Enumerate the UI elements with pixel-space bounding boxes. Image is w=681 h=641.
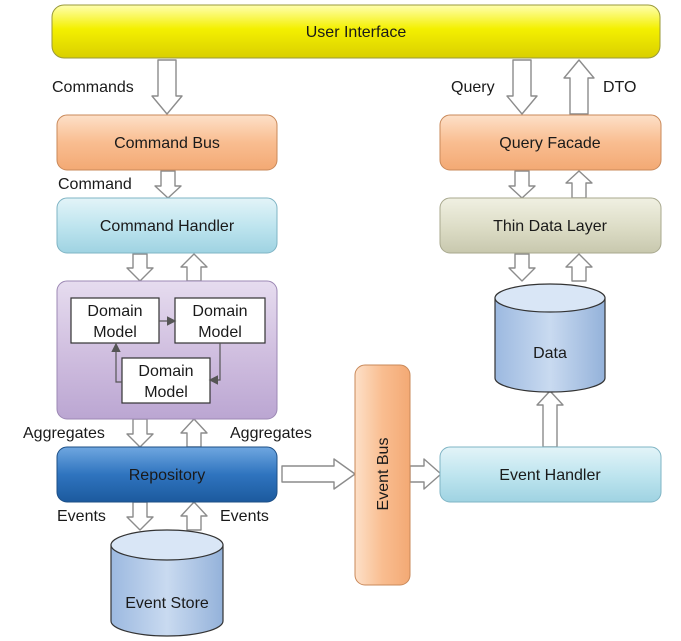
events-down-arrow xyxy=(126,501,154,531)
facade-to-datalayer-arrow xyxy=(508,170,536,199)
data-to-datalayer-arrow xyxy=(565,253,593,282)
query-facade-box xyxy=(439,114,662,171)
thin-data-layer-label: Thin Data Layer xyxy=(493,218,608,235)
command-label: Command xyxy=(58,176,132,193)
aggregates-up-arrow xyxy=(180,418,208,448)
aggregates-right-label: Aggregates xyxy=(230,425,312,442)
query-arrow xyxy=(506,59,538,115)
datalayer-to-facade-arrow xyxy=(565,170,593,199)
query-label: Query xyxy=(451,79,495,96)
domain-model-3-line2: Model xyxy=(144,384,188,401)
events-up-arrow xyxy=(180,501,208,531)
domain-model-1-line1: Domain xyxy=(87,303,142,320)
domain-to-handler-arrow xyxy=(180,253,208,282)
thin-data-layer-box xyxy=(439,197,662,254)
data-cylinder xyxy=(494,283,606,393)
event-handler-label: Event Handler xyxy=(499,467,601,484)
commands-arrow xyxy=(151,59,183,115)
command-handler-box xyxy=(56,197,278,254)
user-interface-box xyxy=(51,4,661,59)
domain-model-3-line1: Domain xyxy=(138,363,193,380)
user-interface-label: User Interface xyxy=(306,24,407,41)
domain-model-box-2 xyxy=(174,297,266,344)
domain-model-2-line2: Model xyxy=(198,324,242,341)
query-facade-label: Query Facade xyxy=(499,135,600,152)
handler-to-data-arrow xyxy=(536,390,564,448)
command-bus-box xyxy=(56,114,278,171)
domain-model-1-line2: Model xyxy=(93,324,137,341)
event-bus-box xyxy=(354,364,411,586)
dto-arrow xyxy=(563,59,595,115)
repository-to-eventbus-arrow xyxy=(281,458,356,490)
domain-model-2-line1: Domain xyxy=(192,303,247,320)
datalayer-to-data-arrow xyxy=(508,253,536,282)
repository-label: Repository xyxy=(129,467,205,484)
aggregates-left-label: Aggregates xyxy=(23,425,105,442)
events-right-label: Events xyxy=(220,508,269,525)
event-bus-label: Event Bus xyxy=(375,438,392,511)
command-arrow xyxy=(154,170,182,199)
event-store-cylinder xyxy=(110,529,224,637)
handler-to-domain-arrow xyxy=(126,253,154,282)
command-bus-label: Command Bus xyxy=(114,135,220,152)
repository-box xyxy=(56,446,278,503)
event-handler-box xyxy=(439,446,662,503)
event-store-label: Event Store xyxy=(125,595,209,612)
events-left-label: Events xyxy=(57,508,106,525)
domain-link-2-to-3 xyxy=(208,343,221,385)
domain-link-3-to-1 xyxy=(111,342,122,383)
data-label: Data xyxy=(533,345,567,362)
eventbus-to-handler-arrow xyxy=(409,458,442,490)
command-handler-label: Command Handler xyxy=(100,218,235,235)
commands-label: Commands xyxy=(52,79,134,96)
aggregates-down-arrow xyxy=(126,418,154,448)
dto-label: DTO xyxy=(603,79,636,96)
